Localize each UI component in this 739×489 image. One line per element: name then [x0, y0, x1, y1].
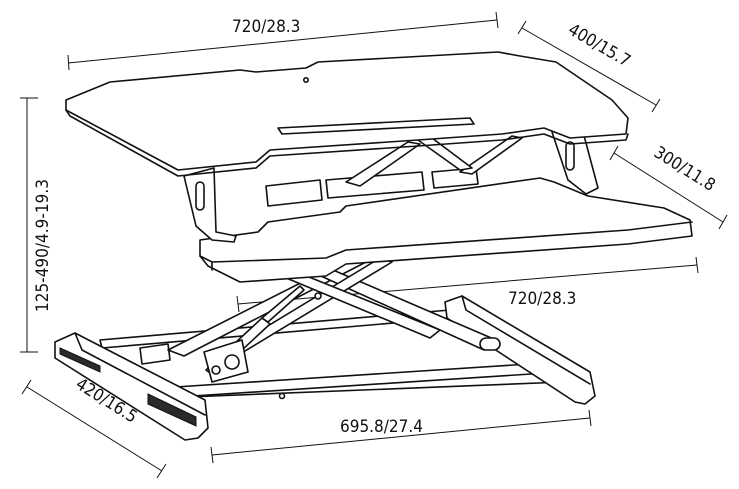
height-range-label: 125-490/4.9-19.3 — [33, 179, 53, 312]
keyboard-depth-label: 300/11.8 — [650, 143, 719, 196]
dimension-height-range: 125-490/4.9-19.3 — [20, 97, 53, 353]
upper-support — [183, 127, 599, 243]
dimension-base-width: 695.8/27.4 — [210, 409, 592, 464]
keyboard-tray — [199, 177, 693, 283]
top-worksurface — [65, 51, 629, 177]
dimension-top-width: 720/28.3 — [67, 11, 499, 71]
top-depth-label: 400/15.7 — [565, 20, 634, 72]
base-frame — [54, 295, 596, 441]
top-width-label: 720/28.3 — [232, 17, 300, 37]
base-width-label: 695.8/27.4 — [340, 417, 423, 437]
keyboard-width-label: 720/28.3 — [508, 289, 576, 309]
